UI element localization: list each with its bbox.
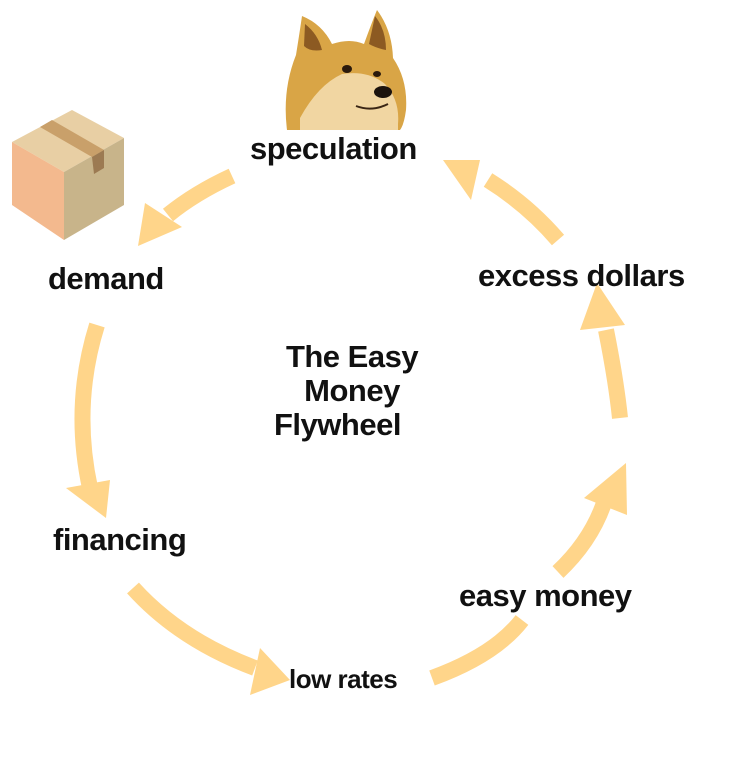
arrowhead-speculation (443, 160, 480, 200)
arrow-easymoney-up (552, 497, 613, 578)
node-speculation: speculation (250, 131, 417, 166)
arrowhead-easymoney (584, 463, 627, 515)
arrowhead-demand (138, 203, 182, 246)
arrow-demand-to-financing (74, 322, 105, 490)
node-demand: demand (48, 261, 164, 296)
node-low-rates: low rates (289, 664, 398, 694)
node-financing: financing (53, 522, 187, 557)
arrow-financing-to-lowrates (127, 582, 258, 676)
arrow-speculation-to-demand (162, 168, 236, 222)
diagram-title: The Easy Money Flywheel (262, 340, 442, 442)
cardboard-box-icon (12, 110, 124, 240)
arrowhead-lowrates (250, 648, 290, 695)
title-line-2: Money (304, 373, 400, 408)
node-easy-money: easy money (459, 578, 632, 613)
title-line-1: The Easy (285, 339, 419, 374)
node-excess-dollars: excess dollars (478, 258, 685, 293)
arrowhead-excess (580, 283, 625, 330)
arrow-excess-to-speculation (483, 173, 565, 246)
doge-dog-icon (285, 10, 407, 130)
arrowhead-financing (66, 480, 110, 518)
arrow-to-excess-dollars (598, 328, 628, 419)
arrow-lowrates-to-easymoney (429, 614, 529, 686)
title-line-3: Flywheel (274, 407, 401, 442)
